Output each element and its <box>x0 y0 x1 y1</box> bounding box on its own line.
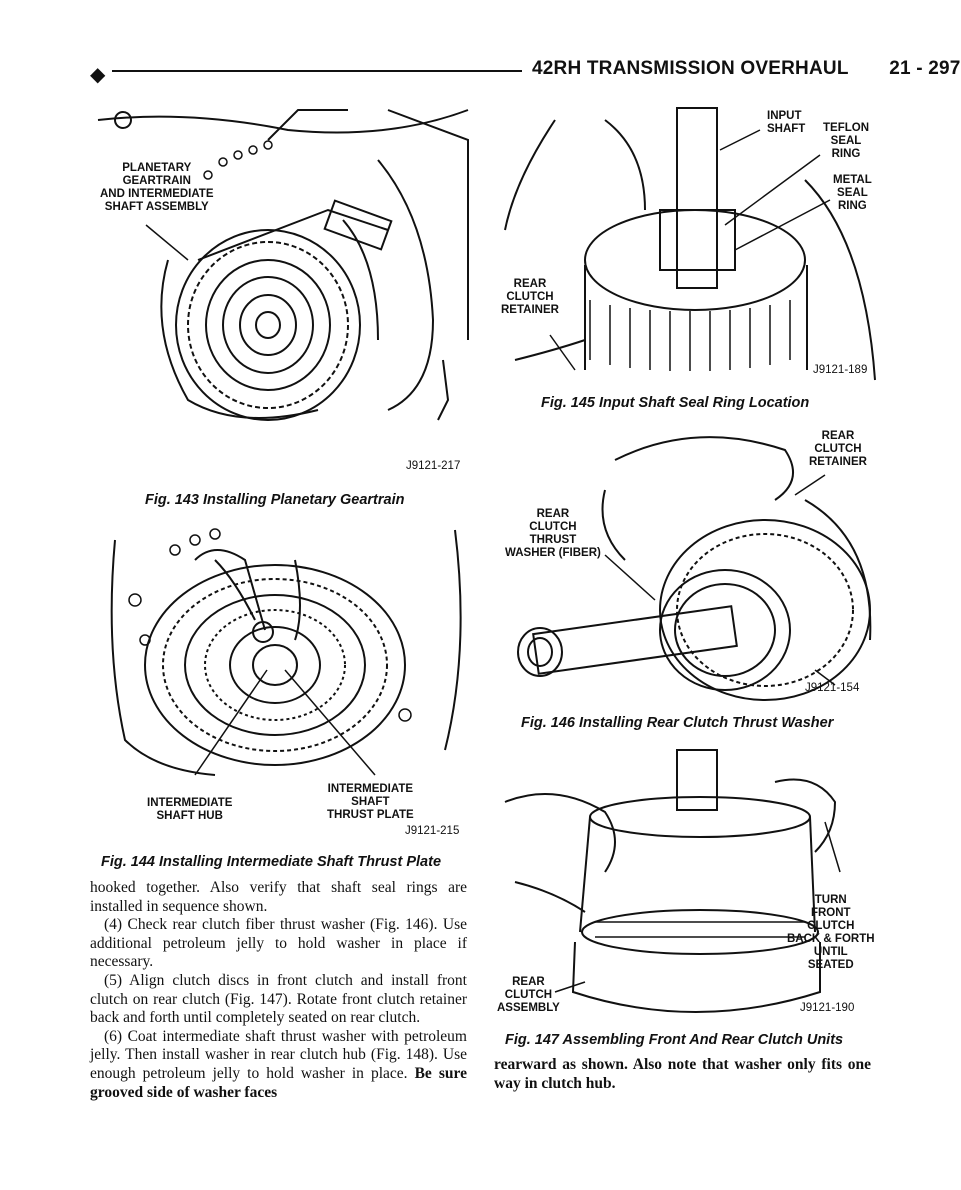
label-rear-clutch-assembly: REAR CLUTCH ASSEMBLY <box>497 976 560 1015</box>
figure-caption: Fig. 143 Installing Planetary Geartrain <box>145 492 405 508</box>
label-line: SEATED <box>807 959 854 971</box>
label-input-shaft: INPUT SHAFT <box>767 110 805 136</box>
label-line: CLUTCH <box>807 920 855 932</box>
label-line: REAR <box>513 278 547 290</box>
figure-code: J9121-190 <box>800 1002 855 1014</box>
label-line: AND INTERMEDIATE <box>100 188 214 200</box>
paragraph: hooked together. Also verify that shaft … <box>90 879 467 915</box>
label-line: TURN <box>814 894 847 906</box>
label-line: TEFLON <box>823 122 869 134</box>
label-line: SHAFT <box>767 123 806 135</box>
label-turn-front-clutch: TURN FRONT CLUTCH BACK & FORTH UNTIL SEA… <box>787 894 875 972</box>
label-line: SEAL <box>837 187 868 199</box>
label-line: RING <box>838 200 867 212</box>
paragraph: (6) Coat intermediate shaft thrust washe… <box>90 1028 467 1102</box>
figure-146: REAR CLUTCH RETAINER REAR CLUTCH THRUST … <box>495 420 885 740</box>
label-thrust-plate: INTERMEDIATE SHAFT THRUST PLATE <box>327 783 414 822</box>
label-line: CLUTCH <box>506 291 554 303</box>
label-line: RETAINER <box>501 304 559 316</box>
header-rule <box>112 70 522 72</box>
input-shaft-illustration <box>504 107 876 381</box>
label-line: RING <box>831 148 861 160</box>
label-line: UNTIL <box>813 946 848 958</box>
label-line: FRONT <box>810 907 851 919</box>
figure-145: INPUT SHAFT TEFLON SEAL RING METAL SEAL … <box>495 100 885 420</box>
label-line: INPUT <box>767 110 802 122</box>
header-title: 42RH TRANSMISSION OVERHAUL <box>532 58 849 79</box>
label-line: SHAFT ASSEMBLY <box>104 201 209 213</box>
figure-147: TURN FRONT CLUTCH BACK & FORTH UNTIL SEA… <box>495 742 885 1062</box>
label-line: RETAINER <box>809 456 867 468</box>
label-planetary-geartrain: PLANETARY GEARTRAIN AND INTERMEDIATE SHA… <box>100 162 214 214</box>
label-rear-clutch-thrust-washer: REAR CLUTCH THRUST WASHER (FIBER) <box>505 508 601 560</box>
paragraph: (5) Align clutch discs in front clutch a… <box>90 971 467 1027</box>
paragraph-text: (6) Coat intermediate shaft thrust washe… <box>90 1027 467 1082</box>
thrust-washer-illustration <box>517 436 872 701</box>
label-metal-seal-ring: METAL SEAL RING <box>833 174 872 213</box>
intermediate-shaft-illustration <box>110 528 462 776</box>
label-line: BACK & FORTH <box>787 933 875 945</box>
figure-caption: Fig. 147 Assembling Front And Rear Clutc… <box>505 1032 844 1048</box>
figure-caption: Fig. 144 Installing Intermediate Shaft T… <box>101 854 442 870</box>
planetary-geartrain-illustration <box>97 109 469 421</box>
label-intermediate-shaft-hub: INTERMEDIATE SHAFT HUB <box>147 797 232 823</box>
label-line: PLANETARY <box>122 162 192 174</box>
label-line: SHAFT HUB <box>156 810 223 822</box>
figure-caption: Fig. 146 Installing Rear Clutch Thrust W… <box>521 715 834 731</box>
left-column-text: hooked together. Also verify that shaft … <box>90 879 467 1102</box>
figure-143: PLANETARY GEARTRAIN AND INTERMEDIATE SHA… <box>88 100 478 520</box>
label-line: REAR <box>821 430 855 442</box>
label-rear-clutch-retainer: REAR CLUTCH RETAINER <box>809 430 867 469</box>
label-rear-clutch-retainer: REAR CLUTCH RETAINER <box>501 278 559 317</box>
label-line: INTERMEDIATE <box>147 797 233 809</box>
label-line: THRUST PLATE <box>327 809 414 821</box>
label-line: GEARTRAIN <box>122 175 191 187</box>
right-column-text: rearward as shown. Also note that washer… <box>494 1056 871 1093</box>
label-line: METAL <box>833 174 872 186</box>
label-line: CLUTCH <box>504 989 553 1001</box>
label-line: SHAFT <box>351 796 390 808</box>
label-teflon-seal-ring: TEFLON SEAL RING <box>823 122 869 161</box>
label-line: REAR <box>512 976 545 988</box>
figure-code: J9121-189 <box>813 364 868 376</box>
label-line: REAR <box>536 508 570 520</box>
clutch-units-illustration <box>504 749 841 1013</box>
page-number: 21 - 297 <box>889 58 961 79</box>
paragraph: (4) Check rear clutch fiber thrust washe… <box>90 916 467 971</box>
label-line: WASHER (FIBER) <box>505 547 601 559</box>
page-header: 42RH TRANSMISSION OVERHAUL 21 - 297 <box>532 58 961 80</box>
label-line: THRUST <box>529 534 577 546</box>
figure-caption: Fig. 145 Input Shaft Seal Ring Location <box>541 395 810 411</box>
label-line: CLUTCH <box>529 521 577 533</box>
label-line: SEAL <box>830 135 862 147</box>
label-line: CLUTCH <box>814 443 862 455</box>
label-line: INTERMEDIATE <box>327 783 414 795</box>
figure-code: J9121-154 <box>805 682 860 694</box>
figure-code: J9121-215 <box>405 825 460 837</box>
paragraph-bold-text: Be sure grooved side of washer faces <box>90 1064 467 1101</box>
paragraph-bold-text: rearward as shown. Also note that washer… <box>494 1056 871 1092</box>
header-bullet-icon: ◆ <box>90 62 106 86</box>
figure-code: J9121-217 <box>406 460 461 472</box>
figure-144: INTERMEDIATE SHAFT HUB INTERMEDIATE SHAF… <box>95 520 475 880</box>
label-line: ASSEMBLY <box>497 1002 560 1014</box>
